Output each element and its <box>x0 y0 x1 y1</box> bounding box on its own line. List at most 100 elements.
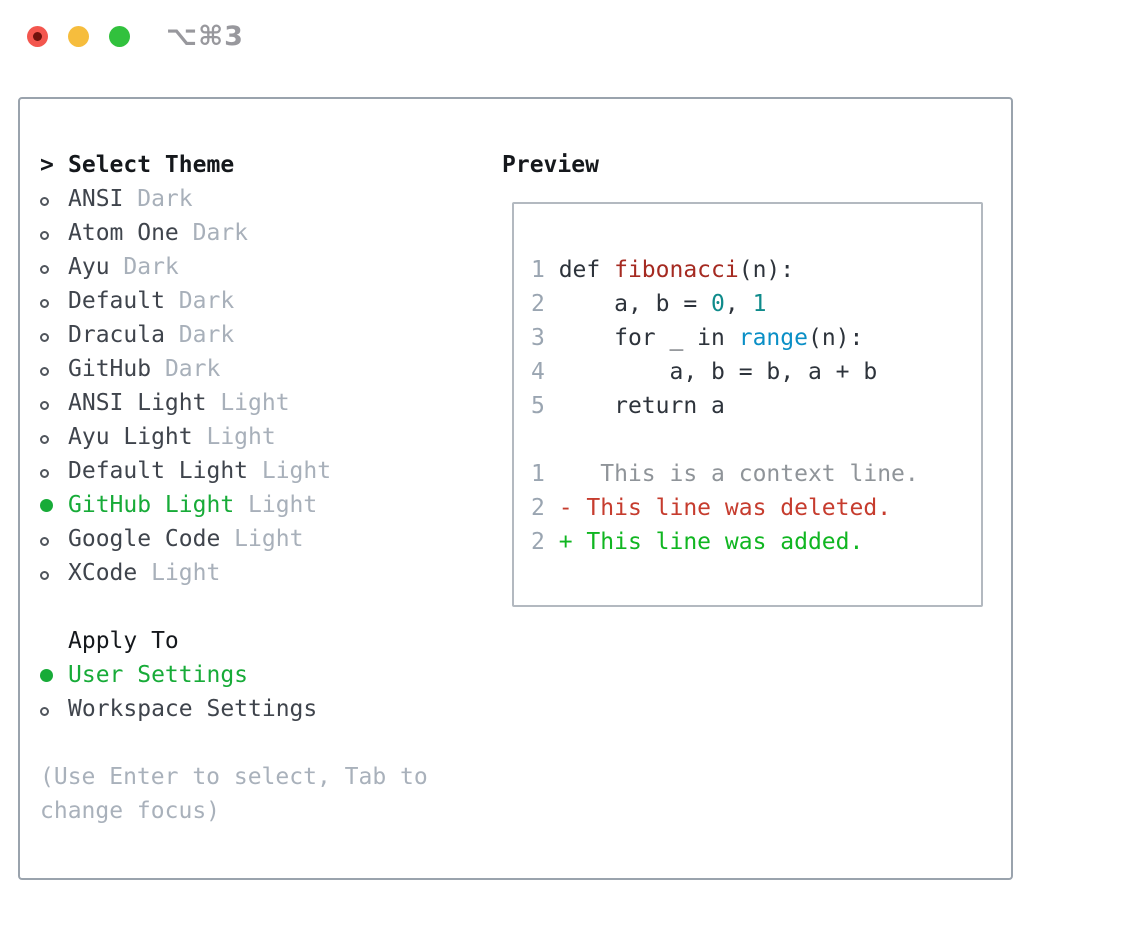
line-number: 2 <box>531 291 559 317</box>
theme-item-atom-one[interactable]: Atom One Dark <box>40 216 428 250</box>
zoom-button[interactable] <box>109 26 130 47</box>
code-token: return a <box>558 393 725 419</box>
code-line: 2 + This line was added. <box>531 525 981 559</box>
spacer-row <box>40 726 428 760</box>
radio-unselected-icon <box>40 386 68 420</box>
radio-unselected-icon <box>40 216 68 250</box>
theme-name: GitHub Light <box>68 492 235 518</box>
radio-unselected-icon <box>40 284 68 318</box>
window-title: ⌥⌘3 <box>166 21 244 52</box>
theme-item-ansi-light[interactable]: ANSI Light Light <box>40 386 428 420</box>
line-number: 5 <box>531 393 559 419</box>
radio-unselected-icon <box>40 352 68 386</box>
theme-name: ANSI Light <box>68 390 207 416</box>
code-token: This is a context line. <box>558 461 919 487</box>
theme-variant: Light <box>206 390 290 416</box>
radio-unselected-icon <box>40 250 68 284</box>
code-token: 0 <box>711 291 725 317</box>
theme-variant: Dark <box>123 186 193 212</box>
code-token: + This line was added. <box>558 529 864 555</box>
theme-item-ayu-light[interactable]: Ayu Light Light <box>40 420 428 454</box>
traffic-lights <box>27 26 130 47</box>
select-theme-header: > Select Theme <box>40 148 428 182</box>
theme-variant: Light <box>234 492 318 518</box>
theme-variant: Light <box>248 458 332 484</box>
radio-selected-icon <box>40 658 68 692</box>
apply-option-workspace-settings[interactable]: Workspace Settings <box>40 692 428 726</box>
theme-name: XCode <box>68 560 138 586</box>
apply-option-label: Workspace Settings <box>68 696 318 722</box>
code-token: 1 <box>752 291 767 317</box>
radio-unselected-icon <box>40 420 68 454</box>
apply-option-label: User Settings <box>68 662 249 688</box>
code-line: 5 return a <box>531 389 981 423</box>
radio-unselected-icon <box>40 556 68 590</box>
radio-unselected-icon <box>40 692 68 726</box>
theme-name: Atom One <box>68 220 179 246</box>
theme-item-ansi[interactable]: ANSI Dark <box>40 182 428 216</box>
theme-item-ayu[interactable]: Ayu Dark <box>40 250 428 284</box>
code-token: (n): <box>807 325 864 351</box>
radio-unselected-icon <box>40 318 68 352</box>
spacer-row <box>40 590 428 624</box>
theme-name: Default <box>68 288 165 314</box>
line-number: 3 <box>531 325 559 351</box>
apply-to-header: Apply To <box>40 624 428 658</box>
apply-option-user-settings[interactable]: User Settings <box>40 658 428 692</box>
code-line: 3 for _ in range(n): <box>531 321 981 355</box>
theme-item-github-light[interactable]: GitHub Light Light <box>40 488 428 522</box>
radio-selected-icon <box>40 488 68 522</box>
line-number: 4 <box>531 359 559 385</box>
theme-variant: Dark <box>164 288 235 314</box>
theme-item-google-code[interactable]: Google Code Light <box>40 522 428 556</box>
code-token: , <box>724 291 753 317</box>
line-number: 2 <box>531 529 559 555</box>
code-token: - This line was deleted. <box>558 495 892 521</box>
apply-to-title: Apply To <box>68 628 179 654</box>
code-line <box>531 423 981 457</box>
theme-name: GitHub <box>68 356 152 382</box>
theme-name: Default Light <box>68 458 249 484</box>
theme-item-xcode[interactable]: XCode Light <box>40 556 428 590</box>
code-line: 1 def fibonacci(n): <box>531 253 981 287</box>
radio-unselected-icon <box>40 522 68 556</box>
code-line: 4 a, b = b, a + b <box>531 355 981 389</box>
theme-item-default-light[interactable]: Default Light Light <box>40 454 428 488</box>
theme-name: Ayu Light <box>68 424 193 450</box>
hint-line-1: (Use Enter to select, Tab to <box>40 760 428 794</box>
code-token: (n): <box>738 257 795 283</box>
code-line: 2 - This line was deleted. <box>531 491 981 525</box>
titlebar: ⌥⌘3 <box>0 0 1140 97</box>
theme-variant: Dark <box>164 322 235 348</box>
prompt-icon: > <box>40 152 54 178</box>
code-line: 1 This is a context line. <box>531 457 981 491</box>
theme-variant: Light <box>137 560 221 586</box>
code-token: for _ in <box>558 325 739 351</box>
code-token: fibonacci <box>614 257 739 283</box>
close-button[interactable] <box>27 26 48 47</box>
code-token: a, b = <box>558 291 712 317</box>
code-token: def <box>558 257 615 283</box>
theme-variant: Dark <box>109 254 179 280</box>
preview-header: Preview <box>502 152 599 178</box>
theme-item-github[interactable]: GitHub Dark <box>40 352 428 386</box>
theme-name: Dracula <box>68 322 165 348</box>
hint-text: change focus) <box>40 798 221 824</box>
theme-variant: Dark <box>178 220 249 246</box>
hint-text: (Use Enter to select, Tab to <box>40 764 428 790</box>
code-token: range <box>738 325 808 351</box>
theme-name: ANSI <box>68 186 124 212</box>
theme-item-dracula[interactable]: Dracula Dark <box>40 318 428 352</box>
radio-unselected-icon <box>40 182 68 216</box>
line-number: 1 <box>531 257 559 283</box>
minimize-button[interactable] <box>68 26 89 47</box>
theme-variant: Light <box>220 526 304 552</box>
theme-item-default[interactable]: Default Dark <box>40 284 428 318</box>
select-theme-title: Select Theme <box>68 152 235 178</box>
line-number: 1 <box>531 461 559 487</box>
theme-variant: Dark <box>151 356 221 382</box>
line-number: 2 <box>531 495 559 521</box>
